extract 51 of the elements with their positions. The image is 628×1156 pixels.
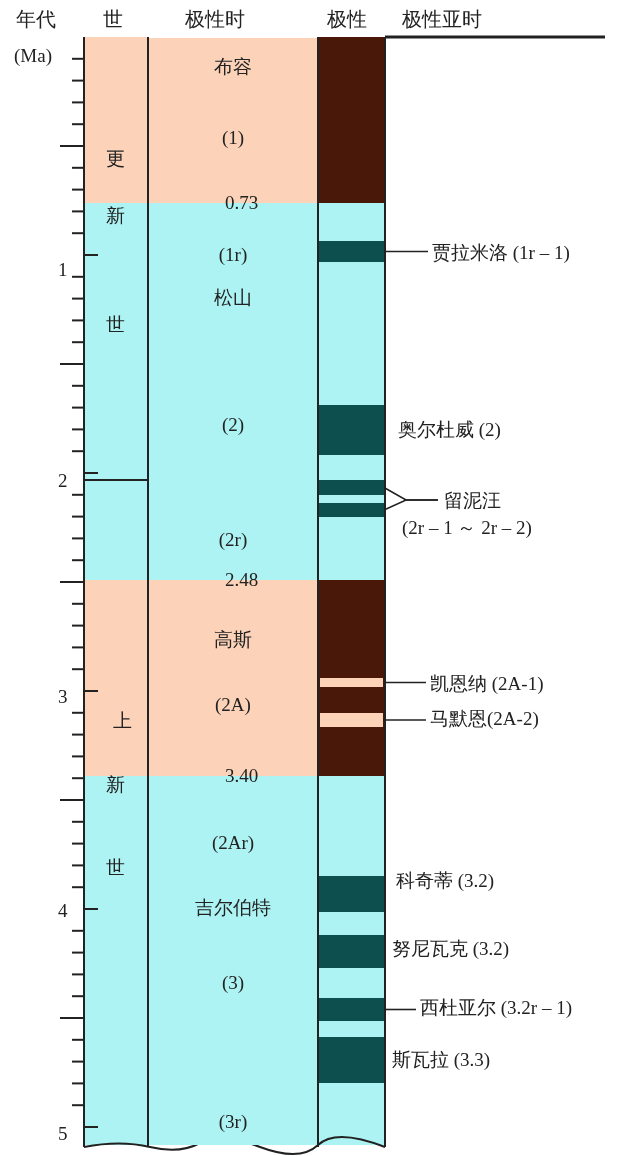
epoch-label: 更: [106, 148, 125, 170]
boundary-age: 3.40: [225, 765, 259, 787]
axis-number: 2: [58, 470, 68, 492]
column-header: 世: [103, 8, 123, 30]
chron-label: (1): [220, 127, 246, 149]
leader-line: [383, 499, 439, 511]
polarity-bar: [319, 480, 384, 495]
boundary-age: 0.73: [225, 192, 259, 214]
axis-unit: (Ma): [14, 45, 52, 67]
polarity-bar: [320, 678, 383, 687]
axis-number: 5: [58, 1123, 68, 1145]
subchron-label: 努尼瓦克 (3.2): [392, 938, 510, 960]
boundary-age: 2.48: [225, 569, 259, 591]
chron-label: (2r): [217, 529, 249, 551]
chron-label: 布容: [213, 56, 253, 78]
subchron-label: 留泥汪 (2r – 1 ～ 2r – 2): [402, 487, 532, 541]
polarity-bar: [319, 241, 384, 262]
epoch-label: 世: [106, 314, 125, 336]
leader-line: [383, 1008, 417, 1011]
column-header: 极性: [327, 8, 367, 30]
chron-label: (1r): [217, 244, 249, 266]
subchron-label: 贾拉米洛 (1r – 1): [432, 242, 570, 264]
column-header: 年代: [16, 8, 56, 30]
subchron-label: 西杜亚尔 (3.2r – 1): [420, 997, 572, 1019]
subchron-label: 奥尔杜威 (2): [398, 419, 501, 441]
polarity-bar: [319, 998, 384, 1021]
axis-number: 3: [58, 686, 68, 708]
epoch-label: 新: [106, 205, 125, 227]
polarity-bar: [319, 503, 384, 517]
leader-line: [382, 681, 427, 684]
leader-line: [382, 719, 427, 721]
chron-label: (2A): [214, 694, 252, 716]
chron-label: 吉尔伯特: [194, 897, 272, 919]
subchron-label: 斯瓦拉 (3.3): [392, 1049, 491, 1071]
epoch-label: 上: [113, 710, 132, 732]
subchron-label: 马默恩(2A-2): [430, 708, 539, 730]
leader-line: [383, 250, 429, 253]
chron-label: (3r): [217, 1111, 249, 1133]
chron-label: 高斯: [213, 629, 253, 651]
chron-label: 松山: [213, 287, 253, 309]
epoch-label: 新: [106, 774, 125, 796]
column-header: 极性亚时: [402, 8, 482, 30]
epoch-label: 世: [106, 857, 125, 879]
polarity-bar: [320, 713, 383, 727]
chron-label: (3): [220, 972, 246, 994]
axis-number: 4: [58, 900, 68, 922]
subchron-label: 科奇蒂 (3.2): [396, 870, 495, 892]
axis-number: 1: [58, 259, 68, 281]
chron-label: (2Ar): [210, 832, 256, 854]
chron-label: (2): [220, 414, 246, 436]
subchron-label: 凯恩纳 (2A-1): [430, 673, 544, 695]
